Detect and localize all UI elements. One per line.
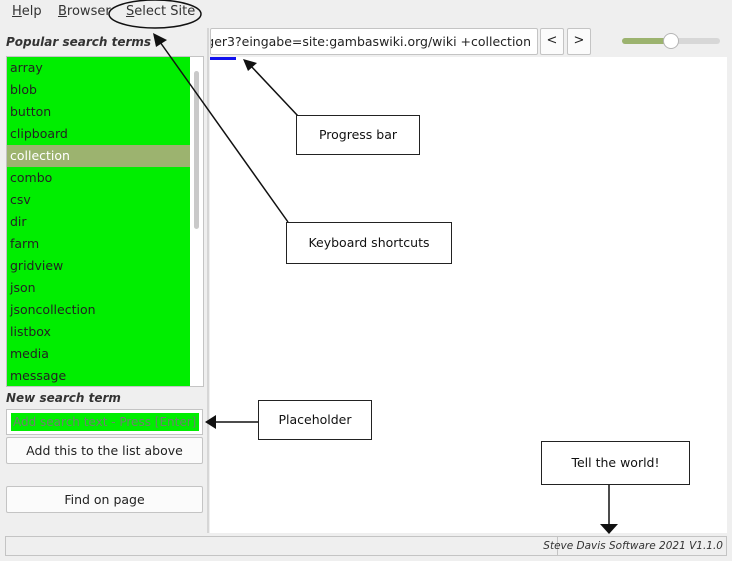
menu-browser[interactable]: Browser <box>58 4 111 19</box>
list-item[interactable]: dir <box>10 214 27 229</box>
find-on-page-button[interactable]: Find on page <box>6 486 203 513</box>
search-box <box>6 409 203 435</box>
tell-world-callout: Tell the world! <box>541 441 690 485</box>
list-item[interactable]: array <box>10 60 43 75</box>
placeholder-arrow-head <box>205 415 216 429</box>
list-item[interactable]: csv <box>10 192 31 207</box>
menu-browser-mnemonic: B <box>58 4 67 19</box>
menu-select-site-label: elect Site <box>134 4 196 19</box>
menu-help-label: elp <box>21 4 42 19</box>
list-item[interactable]: message <box>10 368 67 383</box>
list-item[interactable]: button <box>10 104 52 119</box>
shortcuts-arrow-line <box>159 41 289 223</box>
panel-splitter[interactable] <box>207 28 209 533</box>
list-scrollbar-thumb[interactable] <box>194 71 199 229</box>
select-site-highlight-ellipse <box>108 0 202 29</box>
shortcuts-arrow-head <box>153 33 167 47</box>
list-item[interactable]: farm <box>10 236 40 251</box>
list-item[interactable]: combo <box>10 170 53 185</box>
zoom-slider-fill <box>622 38 671 44</box>
forward-button[interactable]: > <box>567 28 591 55</box>
zoom-slider-handle[interactable] <box>663 33 679 49</box>
back-button[interactable]: < <box>540 28 564 55</box>
url-field[interactable]: https://www.google.com/search?q=meta.ger… <box>210 28 538 55</box>
popular-terms-title: Popular search terms <box>6 35 152 49</box>
popular-terms-items: array blob button clipboard collection combo c… <box>7 57 191 386</box>
status-separator <box>557 537 558 555</box>
progress-arrow-head <box>243 59 257 71</box>
placeholder-callout: Placeholder <box>258 400 372 440</box>
popular-terms-list[interactable]: array blob button clipboard collection combo c… <box>6 56 204 387</box>
progress-bar-callout: Progress bar <box>296 115 420 155</box>
search-input[interactable] <box>11 413 199 431</box>
menu-help-mnemonic: H <box>12 4 22 19</box>
status-bar: Steve Davis Software 2021 V1.1.0 <box>5 536 727 556</box>
progress-arrow-line <box>249 64 299 117</box>
tell-world-arrow-head <box>600 524 618 534</box>
keyboard-shortcuts-callout: Keyboard shortcuts <box>286 222 452 264</box>
menu-help[interactable]: Help <box>12 4 42 19</box>
status-text: Steve Davis Software 2021 V1.1.0 <box>543 540 723 552</box>
menu-select-site-mnemonic: S <box>126 4 135 19</box>
list-item[interactable]: gridview <box>10 258 64 273</box>
new-term-title: New search term <box>6 391 121 405</box>
list-item[interactable]: collection <box>7 145 191 167</box>
list-scrollbar[interactable] <box>190 57 203 386</box>
list-item[interactable]: jsoncollection <box>10 302 96 317</box>
menu-browser-label: rowser <box>66 4 111 19</box>
list-item[interactable]: json <box>10 280 36 295</box>
url-text: https://www.google.com/search?q=meta.ger… <box>210 34 531 49</box>
list-item[interactable]: listbox <box>10 324 51 339</box>
load-progress-bar <box>210 57 236 60</box>
list-item[interactable]: clipboard <box>10 126 68 141</box>
zoom-slider[interactable] <box>622 33 720 49</box>
menu-select-site[interactable]: Select Site <box>126 4 195 19</box>
add-term-button[interactable]: Add this to the list above <box>6 437 203 464</box>
list-item[interactable]: media <box>10 346 49 361</box>
list-item[interactable]: blob <box>10 82 37 97</box>
